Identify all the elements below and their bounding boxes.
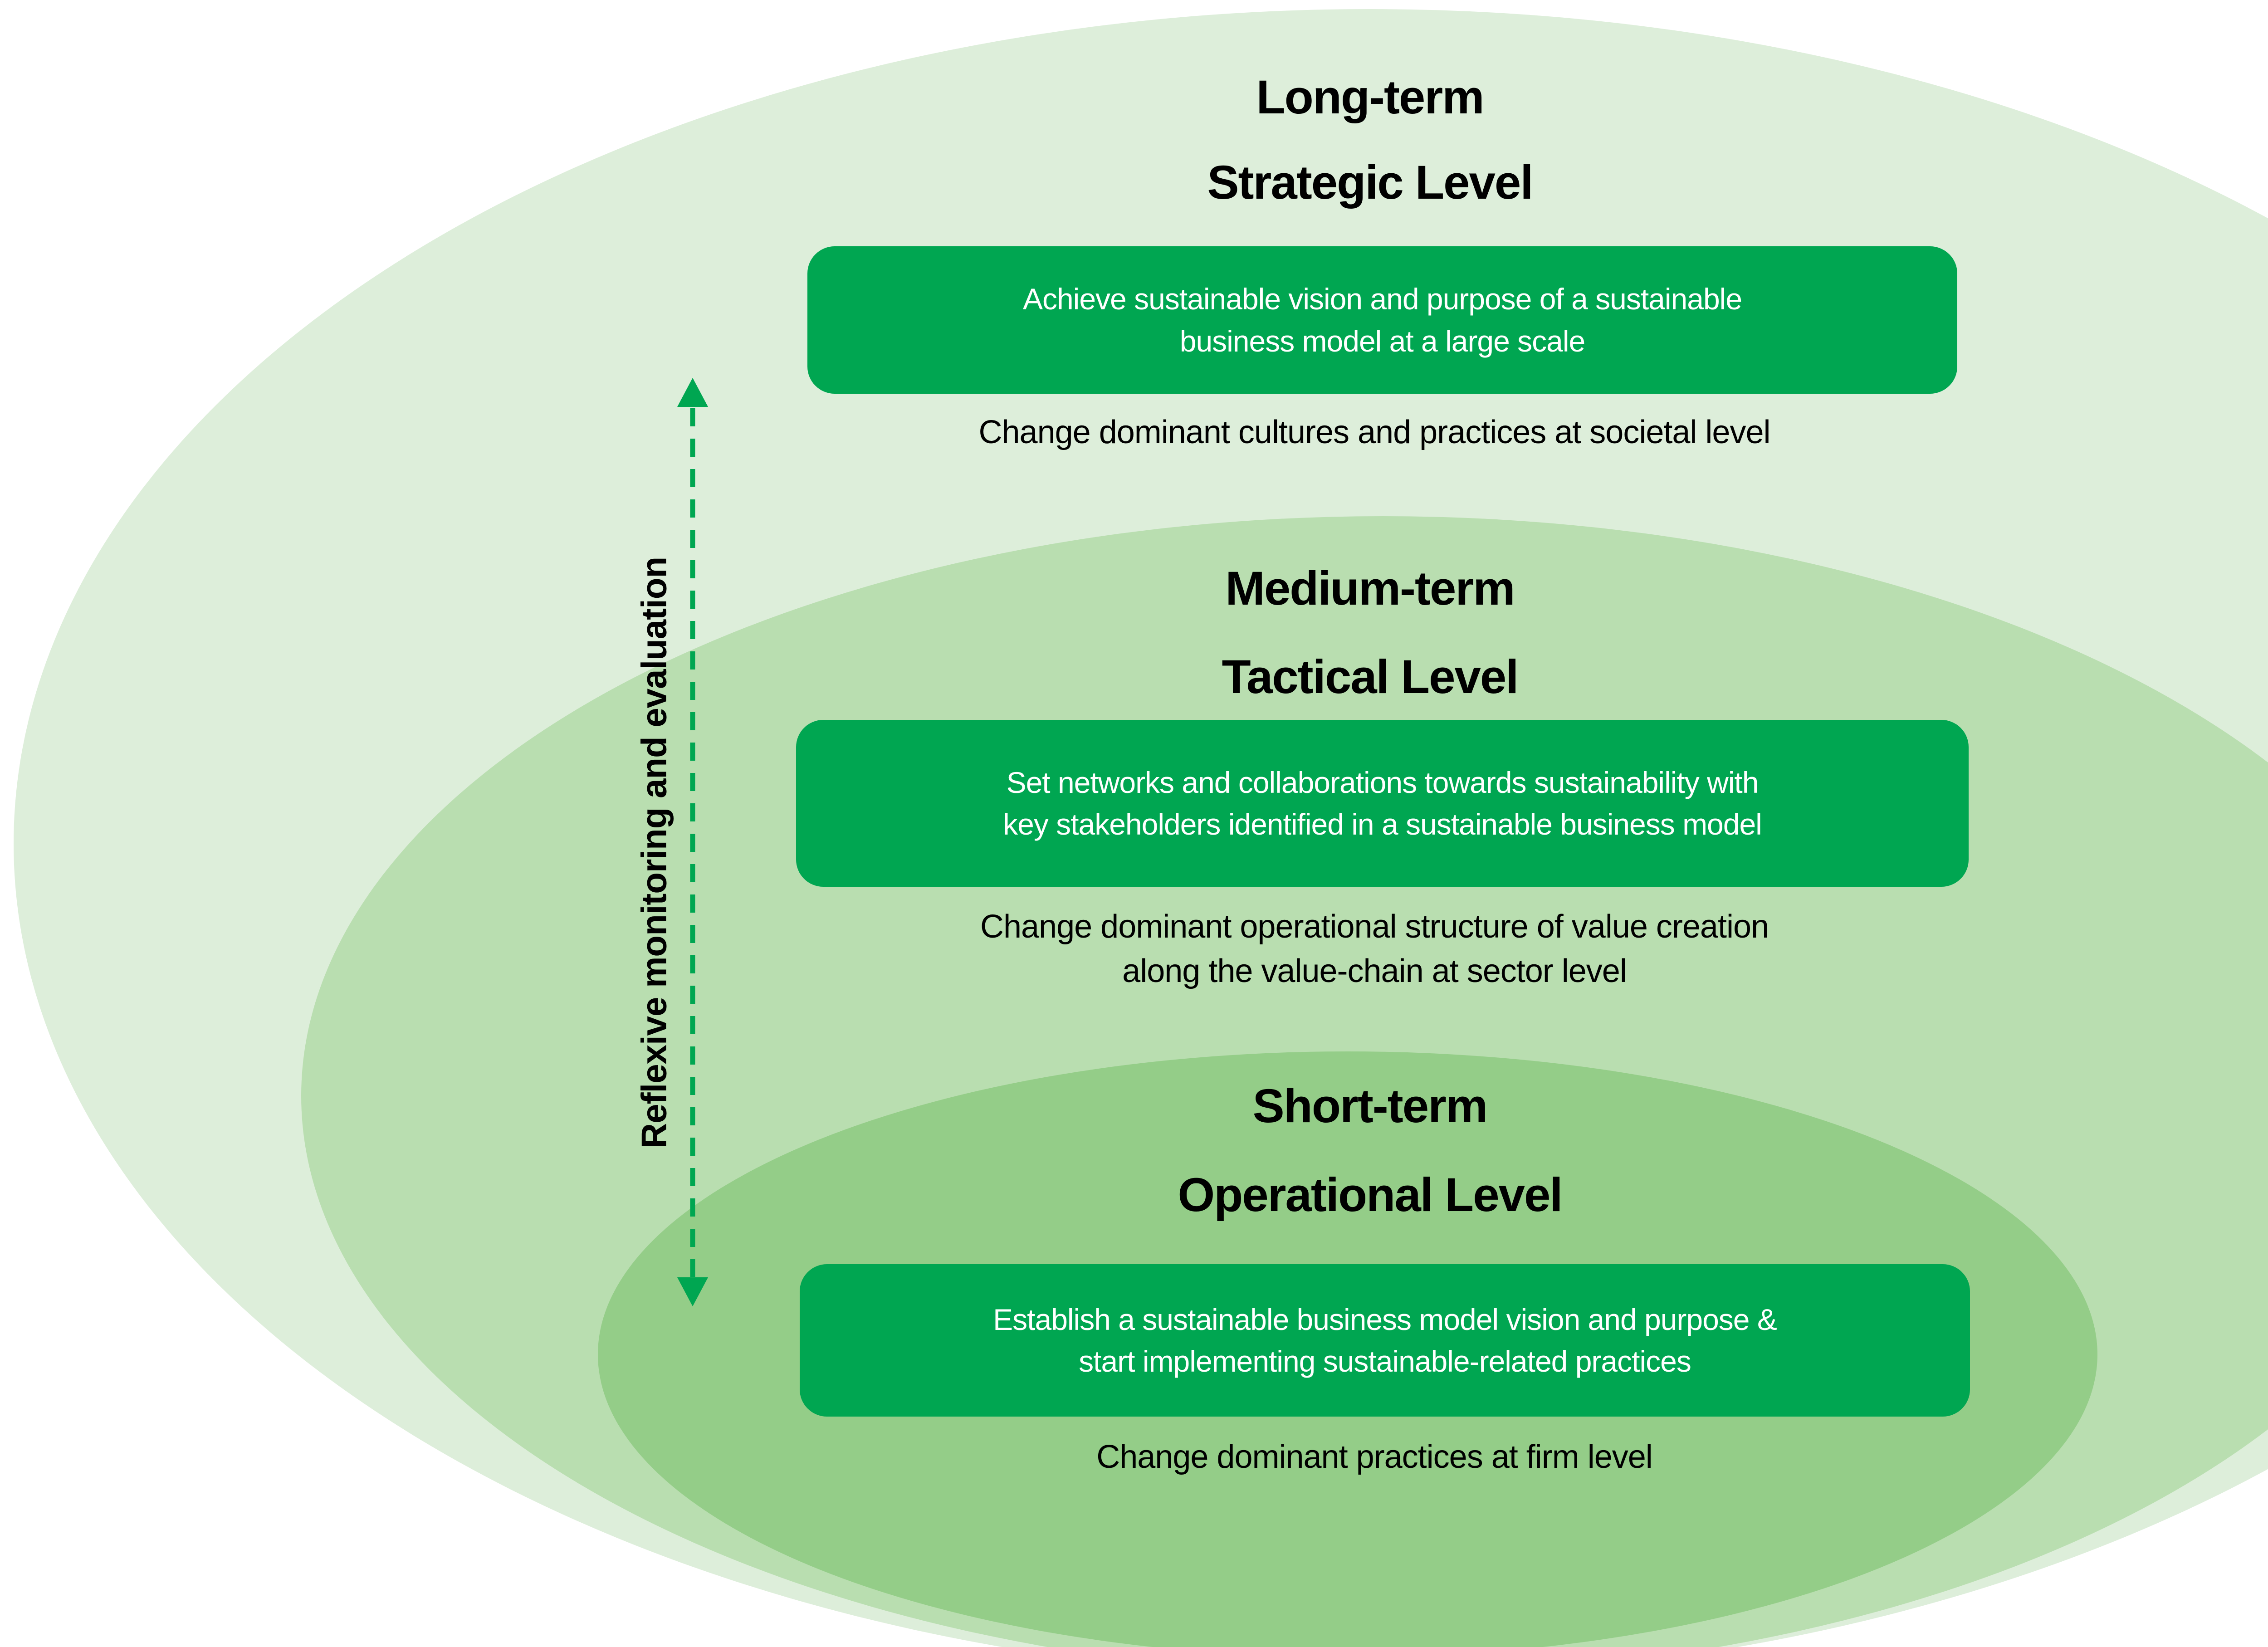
strategic-action-line-1: Achieve sustainable vision and purpose o… (1022, 282, 1742, 316)
reflexive-monitoring-label: Reflexive monitoring and evaluation (634, 557, 674, 1149)
operational-action-line-2: start implementing sustainable-related p… (1079, 1344, 1691, 1378)
tactical-change-caption: Change dominant operational structure of… (980, 905, 1769, 994)
long-term-title: Long-term (1256, 71, 1484, 124)
tactical-action-line-2: key stakeholders identified in a sustain… (1003, 807, 1762, 841)
tactical-change-line-2: along the value-chain at sector level (1122, 953, 1627, 989)
strategic-action-line-2: business model at a large scale (1179, 324, 1586, 358)
tactical-change-line-1: Change dominant operational structure of… (980, 909, 1769, 945)
operational-action-line-1: Establish a sustainable business model v… (993, 1302, 1777, 1336)
operational-change-caption: Change dominant practices at firm level (1096, 1435, 1653, 1480)
tactical-action-line-1: Set networks and collaborations towards … (1006, 765, 1759, 799)
medium-term-title: Medium-term (1225, 562, 1515, 615)
operational-change-line-1: Change dominant practices at firm level (1096, 1439, 1653, 1476)
operational-action-box: Establish a sustainable business model v… (800, 1264, 1970, 1417)
strategic-change-caption: Change dominant cultures and practices a… (978, 411, 1770, 455)
strategic-level-title: Strategic Level (1207, 156, 1534, 209)
short-term-title: Short-term (1252, 1080, 1488, 1133)
operational-level-title: Operational Level (1178, 1168, 1563, 1222)
strategic-change-line-1: Change dominant cultures and practices a… (978, 414, 1770, 451)
tactical-action-box: Set networks and collaborations towards … (796, 720, 1969, 887)
strategic-action-box: Achieve sustainable vision and purpose o… (807, 246, 1957, 394)
tactical-level-title: Tactical Level (1222, 650, 1519, 704)
